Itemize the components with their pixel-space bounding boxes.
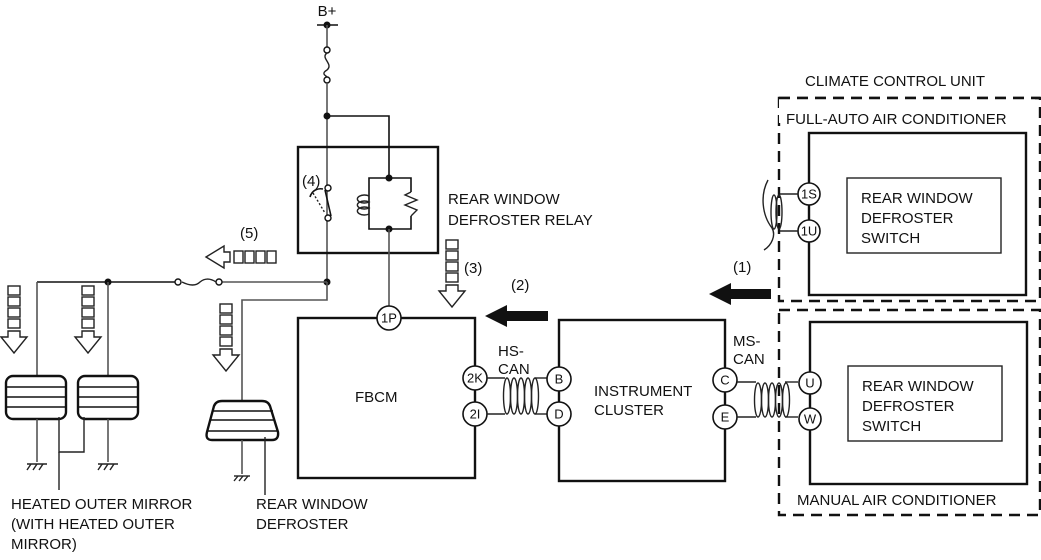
manual-switch-label-1: REAR WINDOW [862, 378, 975, 395]
hs-can-twisted-pair [487, 377, 547, 415]
full-auto-control-unit: REAR WINDOW DEFROSTER SWITCH 1S 1U [762, 131, 1028, 297]
manual-control-unit: REAR WINDOW DEFROSTER SWITCH U W [798, 320, 1029, 486]
pin-2k: 2K [467, 371, 483, 386]
manual-switch-label-3: SWITCH [862, 418, 921, 435]
rear-window-defroster [205, 399, 280, 495]
climate-control-unit-title: CLIMATE CONTROL UNIT [805, 73, 985, 90]
defroster-flow-arrow-icon [212, 303, 240, 372]
battery-supply: B+ [317, 3, 338, 47]
mirror-label-1: HEATED OUTER MIRROR [11, 496, 193, 513]
ms-can-label-1: MS- [733, 333, 761, 350]
manual-air-conditioner-group [777, 308, 1041, 517]
step-3-flow-arrow-icon [438, 239, 466, 308]
fbcm-module: FBCM 1P 2K 2I [296, 305, 488, 480]
pin-2i: 2I [470, 407, 481, 422]
step-3-label: (3) [464, 260, 482, 277]
main-fuse-icon [323, 46, 331, 84]
hs-can-label-2: CAN [498, 361, 530, 378]
full-auto-label: FULL-AUTO AIR CONDITIONER [786, 111, 1007, 128]
pin-c: C [720, 373, 729, 388]
relay-label-1: REAR WINDOW [448, 191, 561, 208]
cluster-label-1: INSTRUMENT [594, 383, 692, 400]
mirror-right-flow-arrow-icon [74, 285, 102, 354]
heated-outer-mirror-right [76, 374, 140, 462]
pin-1p: 1P [381, 311, 397, 326]
heated-outer-mirror-left [4, 374, 68, 462]
step-1-label: (1) [733, 259, 751, 276]
pin-e: E [721, 410, 730, 425]
defroster-label-1: REAR WINDOW [256, 496, 369, 513]
step-5-label: (5) [240, 225, 258, 242]
relay-label-2: DEFROSTER RELAY [448, 212, 593, 229]
full-auto-switch-label-3: SWITCH [861, 230, 920, 247]
full-auto-switch-label-1: REAR WINDOW [861, 190, 974, 207]
step-2-label: (2) [511, 277, 529, 294]
pin-b: B [555, 372, 564, 387]
mirror-leader-line [58, 417, 85, 453]
pin-1s: 1S [801, 187, 817, 202]
fbcm-label: FBCM [355, 389, 398, 406]
manual-label: MANUAL AIR CONDITIONER [797, 492, 997, 509]
rear-window-defroster-relay: (4) REAR WINDOW DEFROSTER RELAY [296, 145, 593, 309]
ground-icon [26, 463, 118, 471]
full-auto-switch-label-2: DEFROSTER [861, 210, 954, 227]
pin-u: U [805, 376, 814, 391]
defroster-wire [241, 282, 328, 400]
mirror-left-flow-arrow-icon [0, 285, 28, 354]
ms-can-label-2: CAN [733, 351, 765, 368]
instrument-cluster: INSTRUMENT CLUSTER B D C E [546, 318, 738, 483]
manual-switch-label-2: DEFROSTER [862, 398, 955, 415]
mirror-fuse-icon [174, 278, 223, 286]
pin-1u: 1U [801, 224, 818, 239]
pin-w: W [804, 412, 817, 427]
ms-can-twisted-pair [737, 381, 798, 418]
step-5-flow-arrow-icon [204, 244, 277, 270]
mirror-label-2: (WITH HEATED OUTER [11, 516, 175, 533]
b-plus-label: B+ [318, 3, 337, 20]
mirror-label-3: MIRROR) [11, 536, 77, 553]
pin-d: D [554, 407, 563, 422]
step-2-arrow-icon [485, 305, 548, 327]
hs-can-label-1: HS- [498, 343, 524, 360]
step-4-label: (4) [302, 173, 320, 190]
cluster-label-2: CLUSTER [594, 402, 664, 419]
step-1-arrow-icon [709, 283, 771, 305]
defroster-label-2: DEFROSTER [256, 516, 349, 533]
